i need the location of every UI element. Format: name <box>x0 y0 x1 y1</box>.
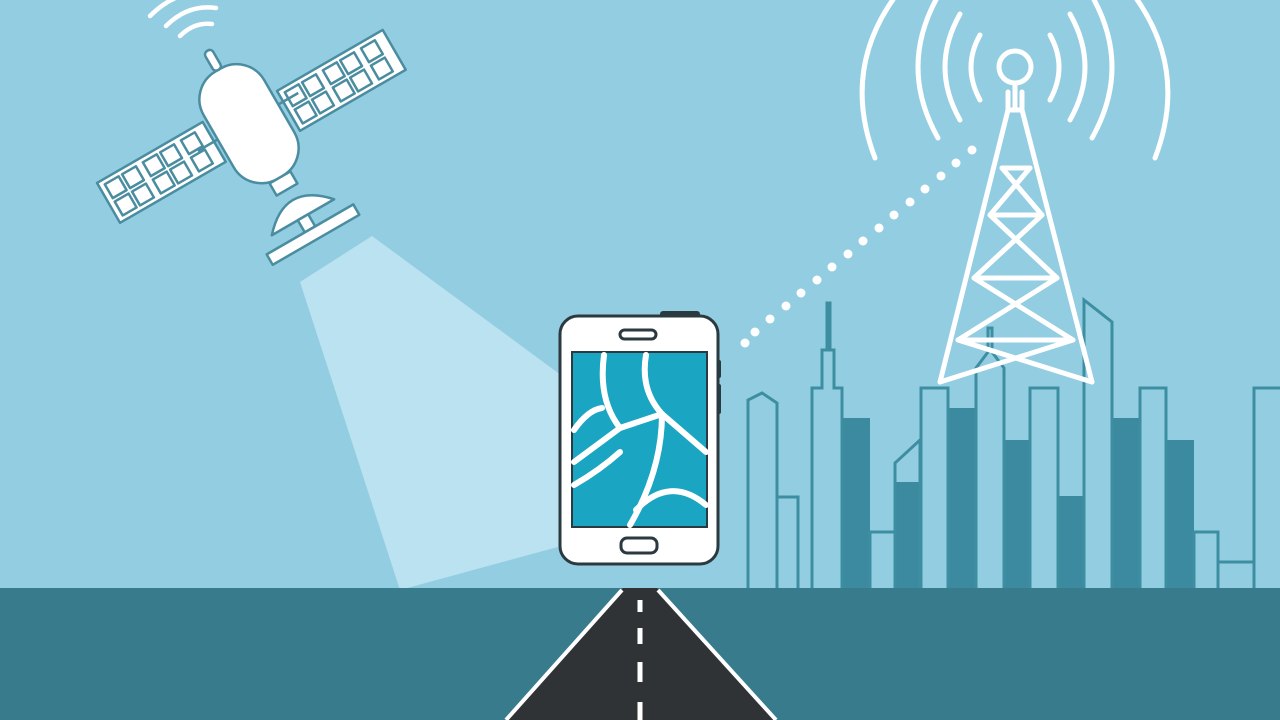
cell-tower-icon <box>937 48 1095 385</box>
right-solar-panel <box>275 28 407 133</box>
map-icon <box>571 351 709 528</box>
tower-signal-waves-icon <box>859 0 1171 161</box>
signal-dots <box>740 145 977 348</box>
left-solar-panel <box>95 120 227 225</box>
satellite-icon <box>95 0 407 267</box>
dark-buildings <box>842 408 1194 590</box>
satellite-beam <box>300 236 565 590</box>
city-skyline-icon <box>746 296 1280 590</box>
smartphone-icon <box>558 311 721 566</box>
outline-buildings <box>746 296 1280 590</box>
satellite-signal-waves-icon <box>147 0 219 39</box>
road-icon <box>504 588 778 720</box>
